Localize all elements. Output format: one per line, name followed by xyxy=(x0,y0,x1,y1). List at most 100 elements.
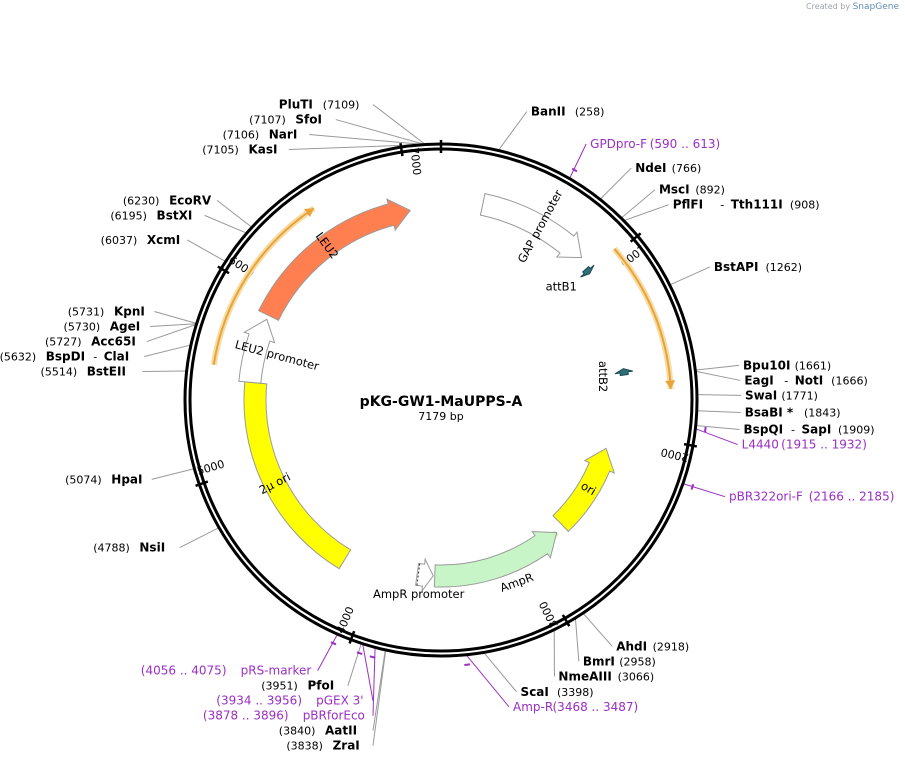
orf-arrowhead xyxy=(304,208,314,218)
primer-range: (1915 .. 1932) xyxy=(781,438,867,452)
site-name: BstXI xyxy=(157,208,193,222)
plasmid-size: 7179 bp xyxy=(418,410,463,423)
site-label[interactable]: (5727)Acc65I xyxy=(45,335,136,349)
snapgene-logo[interactable]: SnapGene xyxy=(852,2,899,12)
site-leader xyxy=(483,652,517,693)
site-label[interactable]: Bpu10I(1661) xyxy=(743,358,831,372)
primer-label[interactable]: GPDpro-F(590 .. 613) xyxy=(590,137,720,151)
site-pos-text: (7107) xyxy=(249,114,286,127)
site-sep: - xyxy=(781,374,792,387)
ruler-tick xyxy=(683,442,698,448)
site-label[interactable]: (5632)BspDI - ClaI xyxy=(0,350,129,364)
site-label[interactable]: BmrI(2958) xyxy=(583,654,656,668)
feature-label-ori: ori xyxy=(579,479,599,499)
site-name: BanII xyxy=(531,105,566,119)
feature-ampr[interactable] xyxy=(433,530,558,588)
site-name: BstAPI xyxy=(714,260,759,274)
site-label[interactable]: (5731)KpnI xyxy=(68,305,145,319)
primer-binding-mark xyxy=(330,641,337,646)
site-pos-text: (1661) xyxy=(795,359,832,372)
site-leader xyxy=(179,527,220,548)
primer-label[interactable]: pBR322ori-F(2166 .. 2185) xyxy=(729,490,894,504)
site-label[interactable]: MscI(892) xyxy=(659,183,725,197)
site-label[interactable]: NmeAIII(3066) xyxy=(558,669,654,683)
site-name: SwaI xyxy=(745,388,777,402)
site-name: EagI xyxy=(744,373,773,387)
primer-label[interactable]: (4056 .. 4075)pRS-marker xyxy=(141,664,312,678)
site-name: PluTI xyxy=(279,98,313,112)
primer-label[interactable]: Amp-R(3468 .. 3487) xyxy=(513,700,638,714)
site-label[interactable]: BspQI - SapI(1909) xyxy=(744,423,875,437)
site-label[interactable]: SwaI (1771) xyxy=(745,388,818,402)
primer-label[interactable]: (3934 .. 3956)pGEX 3' xyxy=(216,694,363,708)
site-label[interactable]: (5730)AgeI xyxy=(64,320,141,334)
feature-leu2-promoter[interactable] xyxy=(238,318,276,384)
site-name: BspDI xyxy=(46,350,85,364)
feature-leu2[interactable] xyxy=(258,198,411,322)
primer-leader xyxy=(317,633,338,671)
primer-label[interactable]: L4440(1915 .. 1932) xyxy=(742,438,867,452)
site-leader xyxy=(144,344,192,358)
site-pos-text: (1771) xyxy=(781,389,818,402)
feature-label-ampr-promoter: AmpR promoter xyxy=(373,587,465,601)
site-label[interactable]: PluTI (7109) xyxy=(279,98,360,112)
site-label[interactable]: (5074)HpaI xyxy=(65,472,142,486)
site-name: ClaI xyxy=(104,350,129,364)
site-pos-text: (1843) xyxy=(804,406,841,419)
site-leader xyxy=(620,189,656,219)
primer-name: pBR322ori-F xyxy=(729,490,803,504)
site-pos-text: (766) xyxy=(672,162,702,175)
site-pos-text: (1909) xyxy=(838,424,875,437)
site-label[interactable]: AhdI(2918) xyxy=(616,639,689,653)
site-name: ZraI xyxy=(333,739,360,753)
site-label[interactable]: EagI - NotI(1666) xyxy=(744,373,867,387)
primer-binding-mark xyxy=(571,167,578,173)
feature-label-attb2: attB2 xyxy=(596,361,610,392)
primer-label[interactable]: (3878 .. 3896)pBRforEco xyxy=(203,709,365,723)
site-leader xyxy=(309,134,425,146)
site-label[interactable]: PflFI - Tth111I(908) xyxy=(673,198,820,212)
site-leader xyxy=(347,643,362,686)
site-label[interactable]: (3840)AatII xyxy=(279,724,357,738)
site-label[interactable]: (3838)ZraI xyxy=(286,739,359,753)
site-leader xyxy=(696,410,741,413)
feature-attb2[interactable] xyxy=(614,368,633,377)
ruler-tick xyxy=(195,480,209,487)
site-pos-text: (1262) xyxy=(765,261,802,274)
feature-2u-ori[interactable] xyxy=(243,381,352,570)
site-label[interactable]: (7107)SfoI xyxy=(249,113,322,127)
site-leader xyxy=(574,617,580,662)
site-label[interactable]: BsaBI *(1843) xyxy=(745,405,841,419)
site-pos-text: (5727) xyxy=(45,336,82,349)
site-label[interactable]: (7106)NarI xyxy=(223,128,298,142)
site-name: NotI xyxy=(795,373,824,387)
site-name: XcmI xyxy=(147,233,180,247)
site-leader xyxy=(187,239,226,263)
site-label[interactable]: (5514)BstEII xyxy=(41,365,126,379)
site-leader xyxy=(372,649,387,746)
primer-name: GPDpro-F xyxy=(590,137,647,151)
feature-ampr-promoter[interactable] xyxy=(415,557,434,593)
site-leader xyxy=(372,649,386,731)
site-label[interactable]: NdeI(766) xyxy=(635,161,701,175)
feature-attb1[interactable] xyxy=(580,264,595,278)
orf-arc xyxy=(212,207,315,365)
ruler-tick-label: 7000 xyxy=(408,147,424,176)
site-label[interactable]: (7105)KasI xyxy=(202,143,277,157)
primer-range: (3468 .. 3487) xyxy=(553,700,639,714)
site-label[interactable]: BanII(258) xyxy=(531,105,605,119)
site-label[interactable]: (6037)XcmI xyxy=(101,233,181,247)
feature-ori[interactable] xyxy=(552,447,616,533)
site-name: Tth111I xyxy=(731,198,783,212)
site-label[interactable]: ScaI(3398) xyxy=(521,685,594,699)
site-label[interactable]: (3951)PfoI xyxy=(261,679,334,693)
site-pos-text: (7109) xyxy=(323,99,360,112)
site-pos-text: (6195) xyxy=(110,209,147,222)
feature-gap-promoter[interactable] xyxy=(479,193,583,259)
site-label[interactable]: BstAPI (1262) xyxy=(714,260,802,274)
site-label[interactable]: (6230)EcoRV xyxy=(123,193,212,207)
site-pos-text: (5632) xyxy=(0,351,36,364)
site-label[interactable]: (6195) BstXI xyxy=(110,208,192,222)
site-label[interactable]: (4788)NsiI xyxy=(93,541,165,555)
